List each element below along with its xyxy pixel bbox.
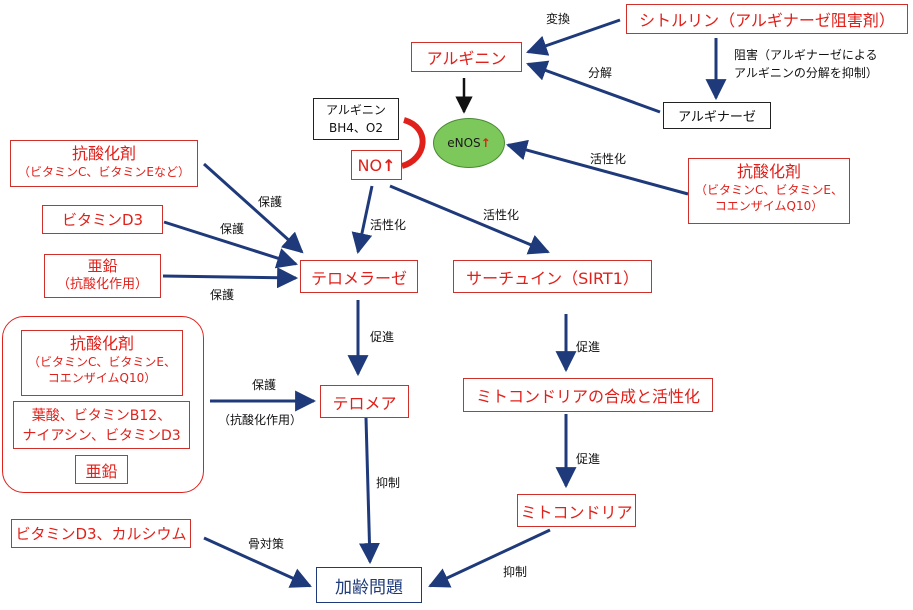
no-box: NO↑: [351, 150, 402, 180]
arrow-arginase-to-arginine: [526, 60, 661, 114]
label-promote-mito: 促進: [576, 452, 601, 466]
cofactors-line2: BH4、O2: [329, 121, 383, 135]
no-label: NO: [357, 155, 383, 175]
arrow-zinc-to-telomerase: [162, 267, 299, 289]
arrow-antiox-left-to-telomerase: [202, 162, 304, 254]
vitd3-box: ビタミンD3: [42, 205, 163, 234]
label-protect-group: 保護: [252, 378, 277, 392]
mito-synth-label: ミトコンドリアの合成と活性化: [475, 387, 700, 406]
enos-label: eNOS: [447, 136, 481, 150]
label-decompose: 分解: [588, 66, 613, 80]
vitd3-calcium-box: ビタミンD3、カルシウム: [11, 519, 191, 548]
label-bone: 骨対策: [248, 537, 285, 551]
zinc-title: 亜鉛: [87, 257, 118, 275]
supplement-group: [2, 316, 204, 493]
arrow-telomere-to-aging: [358, 417, 380, 565]
label-promote-mito-synth: 促進: [576, 340, 601, 354]
antiox-left-sub: （ビタミンC、ビタミンEなど）: [18, 165, 190, 179]
arginase-label: アルギナーゼ: [678, 110, 756, 125]
label-inhibit-line2: アルギニンの分解を抑制）: [734, 66, 878, 80]
mitochondria-box: ミトコンドリア: [517, 494, 636, 527]
arrow-no-to-sirtuin: [389, 184, 550, 255]
arrow-mito-to-aging: [428, 528, 551, 588]
group-folate-line2: ナイアシン、ビタミンD3: [22, 428, 181, 444]
arginine-box: アルギニン: [411, 42, 522, 72]
arrow-vitd3-to-telomerase: [163, 220, 299, 269]
label-activate-enos: 活性化: [590, 152, 627, 166]
sirtuin-label: サーチュイン（SIRT1）: [466, 268, 639, 288]
telomerase-box: テロメラーゼ: [300, 260, 418, 293]
telomere-box: テロメア: [320, 385, 409, 418]
sirtuin-box: サーチュイン（SIRT1）: [453, 260, 652, 293]
arrow-vitd3-calcium-to-aging: [203, 536, 312, 588]
label-promote-telomere: 促進: [370, 330, 395, 344]
mitochondria-label: ミトコンドリア: [520, 502, 633, 522]
label-protect-group-sub: （抗酸化作用）: [218, 413, 303, 427]
arginase-box: アルギナーゼ: [663, 102, 771, 129]
enos-node: eNOS↑: [433, 118, 505, 168]
telomerase-label: テロメラーゼ: [310, 268, 407, 288]
label-activate-telomerase: 活性化: [370, 218, 407, 232]
group-zinc-label: 亜鉛: [85, 461, 118, 481]
arrow-citrulline-to-arginine: [526, 18, 621, 56]
label-convert: 変換: [546, 12, 571, 26]
antiox-right-box: 抗酸化剤 （ビタミンC、ビタミンE、 コエンザイムQ10）: [688, 158, 850, 224]
enos-up-arrow-icon: ↑: [480, 136, 491, 150]
label-suppress-left: 抑制: [376, 476, 401, 490]
group-zinc-box: 亜鉛: [75, 455, 128, 484]
group-folate-line1: 葉酸、ビタミンB12、: [31, 408, 172, 424]
citrulline-label: シトルリン（アルギナーゼ阻害剤）: [639, 11, 895, 30]
aging-label: 加齢問題: [335, 577, 403, 598]
group-antiox-title: 抗酸化剤: [69, 334, 134, 353]
vitd3-label: ビタミンD3: [61, 211, 144, 229]
aging-box: 加齢問題: [316, 567, 422, 603]
group-antiox-box: 抗酸化剤 （ビタミンC、ビタミンE、 コエンザイムQ10）: [21, 330, 183, 396]
antiox-left-box: 抗酸化剤 （ビタミンC、ビタミンEなど）: [10, 140, 198, 187]
antiox-right-sub1: （ビタミンC、ビタミンE、: [695, 183, 843, 197]
label-activate-sirtuin: 活性化: [483, 208, 520, 222]
cofactors-box: アルギニン BH4、O2: [313, 98, 399, 140]
cofactors-line1: アルギニン: [326, 103, 386, 117]
citrulline-box: シトルリン（アルギナーゼ阻害剤）: [626, 4, 908, 34]
group-antiox-sub1: （ビタミンC、ビタミンE、: [28, 355, 176, 369]
label-protect2: 保護: [220, 222, 245, 236]
vitd3-calcium-label: ビタミンD3、カルシウム: [15, 525, 187, 543]
arginine-label: アルギニン: [426, 49, 507, 68]
group-folate-box: 葉酸、ビタミンB12、 ナイアシン、ビタミンD3: [13, 401, 190, 449]
mito-synth-box: ミトコンドリアの合成と活性化: [463, 378, 713, 412]
arrow-no-to-telomerase: [351, 185, 374, 255]
no-up-arrow-icon: ↑: [382, 155, 396, 175]
label-inhibit-line1: 阻害（アルギナーゼによる: [734, 48, 878, 62]
antiox-right-sub2: コエンザイムQ10）: [714, 199, 824, 213]
label-protect1: 保護: [258, 195, 283, 209]
zinc-box: 亜鉛 （抗酸化作用）: [44, 254, 161, 298]
arrow-antiox-right-to-enos: [505, 139, 689, 196]
label-inhibit: 阻害（アルギナーゼによる アルギニンの分解を抑制）: [734, 46, 878, 82]
telomere-label: テロメア: [332, 393, 397, 413]
antiox-left-title: 抗酸化剤: [71, 144, 136, 163]
zinc-sub: （抗酸化作用）: [56, 277, 148, 292]
group-antiox-sub2: コエンザイムQ10）: [47, 371, 157, 385]
label-suppress-right: 抑制: [503, 565, 528, 579]
antiox-right-title: 抗酸化剤: [736, 162, 801, 181]
label-protect3: 保護: [210, 288, 235, 302]
curved-arrow-enos-to-no: [401, 117, 426, 169]
